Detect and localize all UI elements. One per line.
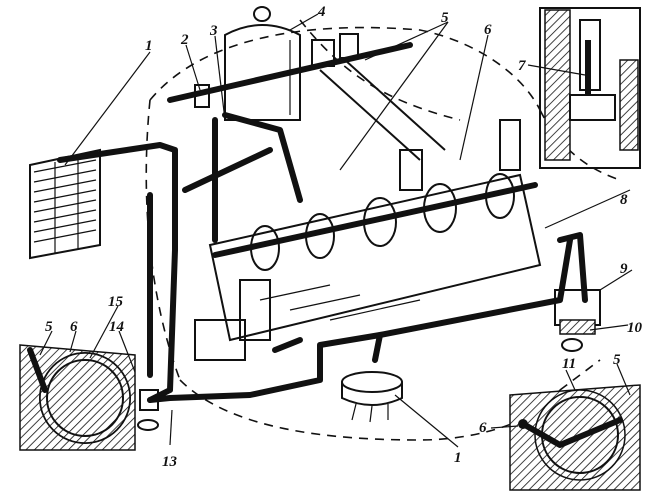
callout-9: 9 xyxy=(620,261,628,277)
callout-13: 13 xyxy=(162,454,178,470)
callout-1-top: 1 xyxy=(145,38,153,54)
callout-11: 11 xyxy=(562,356,576,372)
oil-pump-screen xyxy=(341,371,403,423)
callout-6-right: 6 xyxy=(479,420,487,436)
callout-5-right: 5 xyxy=(613,352,621,368)
callout-2: 2 xyxy=(180,32,189,48)
callout-15: 15 xyxy=(108,294,124,310)
leader-lines xyxy=(39,13,633,448)
callout-6-left: 6 xyxy=(70,319,78,335)
detail-crank-section-right xyxy=(509,384,641,491)
callout-1-bottom: 1 xyxy=(454,450,462,466)
callout-7: 7 xyxy=(518,58,526,74)
detail-valve-housing xyxy=(539,7,641,169)
callout-4: 4 xyxy=(317,4,326,20)
detail-crank-section-left xyxy=(19,344,159,451)
oil-cooler-radiator xyxy=(29,148,101,260)
pressure-relief-valve xyxy=(554,289,601,352)
crankshaft-assembly xyxy=(194,119,542,361)
callout-6-top: 6 xyxy=(484,22,492,38)
callout-10: 10 xyxy=(627,320,643,336)
rocker-shaft xyxy=(167,33,446,161)
callout-labels: 1 2 3 4 5 6 7 8 9 10 11 5 6 1 13 15 14 6… xyxy=(45,4,643,470)
callout-3: 3 xyxy=(209,23,218,39)
callout-8: 8 xyxy=(620,192,628,208)
callout-5-left: 5 xyxy=(45,319,53,335)
callout-5-top: 5 xyxy=(441,10,449,26)
oil-lines xyxy=(57,112,588,403)
callout-14: 14 xyxy=(109,319,125,335)
oil-filter-canister xyxy=(224,6,301,121)
